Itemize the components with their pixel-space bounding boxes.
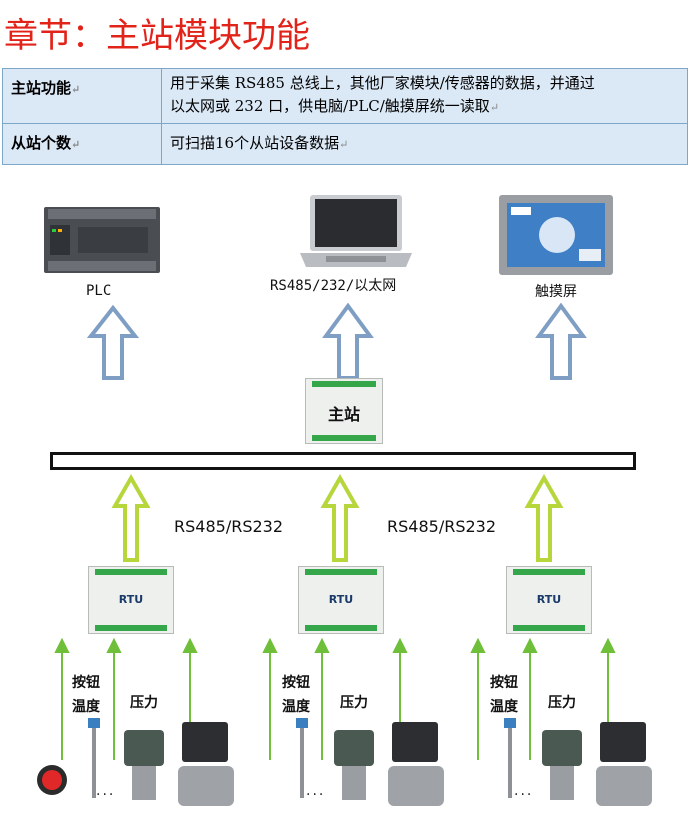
pressure-label: 压力 bbox=[340, 695, 368, 711]
row-value: 可扫描16个从站设备数据↵ bbox=[161, 123, 688, 165]
up-arrow bbox=[322, 302, 374, 380]
temp-label: 温度 bbox=[490, 699, 518, 715]
row-value: 用于采集 RS485 总线上，其他厂家模块/传感器的数据，并通过以太网或 232… bbox=[161, 68, 688, 124]
bus-arrow bbox=[524, 473, 564, 562]
info-table: 主站功能↵ 用于采集 RS485 总线上，其他厂家模块/传感器的数据，并通过以太… bbox=[2, 68, 688, 165]
more-devices: ... bbox=[96, 783, 116, 799]
temp-label: 温度 bbox=[282, 699, 310, 715]
terminal-strip bbox=[513, 569, 585, 575]
master-module: 主站 bbox=[305, 378, 383, 444]
field-devices-image bbox=[37, 718, 652, 806]
terminal-strip bbox=[95, 625, 167, 631]
terminal-strip bbox=[305, 625, 377, 631]
plc-image bbox=[44, 207, 160, 273]
up-arrow bbox=[86, 304, 140, 380]
row-key: 主站功能↵ bbox=[2, 68, 162, 124]
row-key: 从站个数↵ bbox=[2, 123, 162, 165]
rtu-label: RTU bbox=[536, 593, 562, 606]
terminal-strip bbox=[312, 381, 376, 387]
button-label: 按钮 bbox=[72, 675, 100, 691]
rtu-label: RTU bbox=[328, 593, 354, 606]
rtu-module: RTU bbox=[298, 566, 384, 634]
temp-label: 温度 bbox=[72, 699, 100, 715]
pressure-label: 压力 bbox=[130, 695, 158, 711]
touchscreen-image bbox=[499, 195, 613, 275]
rtu-module: RTU bbox=[88, 566, 174, 634]
bus-arrow bbox=[111, 473, 151, 562]
plc-label: PLC bbox=[86, 283, 112, 299]
rtu-module: RTU bbox=[506, 566, 592, 634]
button-label: 按钮 bbox=[490, 675, 518, 691]
bus-line bbox=[50, 452, 636, 470]
comm-label: RS485/232/以太网 bbox=[270, 278, 397, 294]
more-devices: ... bbox=[514, 783, 534, 799]
laptop-image bbox=[300, 195, 412, 267]
table-row: 从站个数↵ 可扫描16个从站设备数据↵ bbox=[2, 123, 688, 165]
terminal-strip bbox=[312, 435, 376, 441]
pressure-label: 压力 bbox=[548, 695, 576, 711]
page-title: 章节：主站模块功能 bbox=[4, 16, 310, 56]
bus-label: RS485/RS232 bbox=[174, 517, 284, 536]
rtu-label: RTU bbox=[118, 593, 144, 606]
bus-label: RS485/RS232 bbox=[387, 517, 497, 536]
touchscreen-label: 触摸屏 bbox=[535, 284, 577, 300]
more-devices: ... bbox=[306, 783, 326, 799]
table-row: 主站功能↵ 用于采集 RS485 总线上，其他厂家模块/传感器的数据，并通过以太… bbox=[2, 68, 688, 124]
terminal-strip bbox=[513, 625, 585, 631]
bus-arrow bbox=[320, 473, 360, 562]
up-arrow bbox=[535, 302, 587, 380]
button-label: 按钮 bbox=[282, 675, 310, 691]
terminal-strip bbox=[305, 569, 377, 575]
terminal-strip bbox=[95, 569, 167, 575]
master-label: 主站 bbox=[327, 405, 360, 424]
